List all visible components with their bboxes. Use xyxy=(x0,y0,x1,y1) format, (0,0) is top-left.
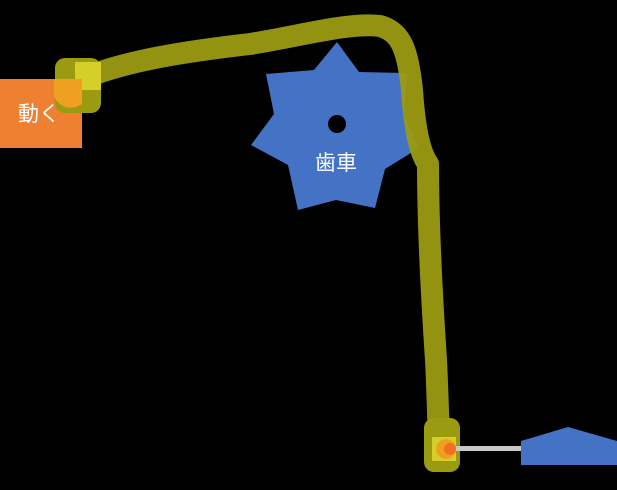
move-box-label: 動く xyxy=(18,102,60,126)
gear-axle xyxy=(328,115,346,133)
path-end-dot-center xyxy=(444,443,456,455)
connecting-rod xyxy=(456,446,521,451)
platform-shape[interactable] xyxy=(521,427,617,465)
path-start-dot xyxy=(54,79,82,108)
motion-path xyxy=(69,14,451,466)
gear-label: 歯車 xyxy=(315,151,357,175)
